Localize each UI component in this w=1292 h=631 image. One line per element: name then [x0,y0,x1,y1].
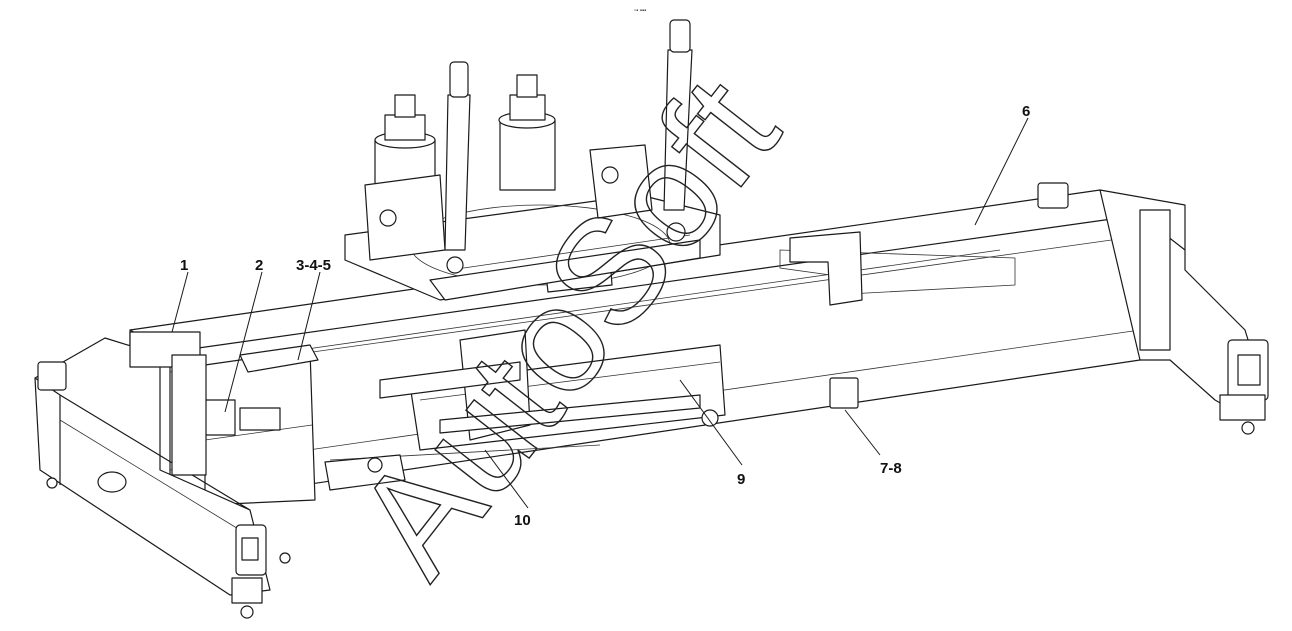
rotator-motor-right [498,74,556,191]
leader-lines [171,117,1029,509]
callout-10: 10 [514,512,531,529]
head-frame [324,329,726,491]
inner-beam [194,344,319,506]
callout-labels: 1 2 3-4-5 6 7-8 9 10 [180,103,1030,529]
left-end-beam [34,331,291,619]
header-mark: ▫▪ ▪▪▪ [634,8,646,14]
callout-9: 9 [737,471,745,488]
callout-3-4-5: 3-4-5 [296,257,331,274]
tilt-cylinder-left [444,61,471,274]
right-end-beam [1037,182,1269,435]
brackets [364,144,863,306]
callout-1: 1 [180,257,188,274]
callout-2: 2 [255,257,263,274]
callout-7-8: 7-8 [880,460,902,477]
callout-6: 6 [1022,103,1030,120]
tilt-cylinder-right [663,19,693,242]
